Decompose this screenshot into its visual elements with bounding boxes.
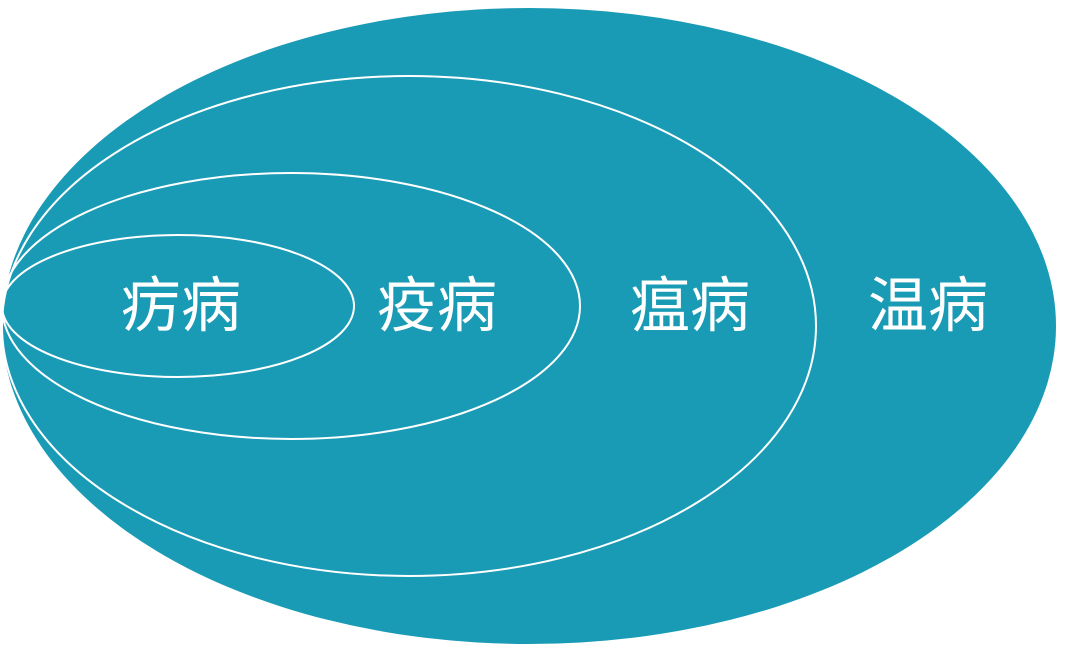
label-plague: 疠病 — [121, 272, 241, 342]
ellipse-outline-pestilence — [1, 75, 817, 577]
outer-ellipse-warm-disease — [2, 8, 1056, 644]
label-warm-disease: 温病 — [868, 272, 988, 342]
ellipse-outline-plague — [1, 234, 355, 378]
label-pestilence: 瘟病 — [630, 272, 750, 342]
label-epidemic: 疫病 — [377, 272, 497, 342]
